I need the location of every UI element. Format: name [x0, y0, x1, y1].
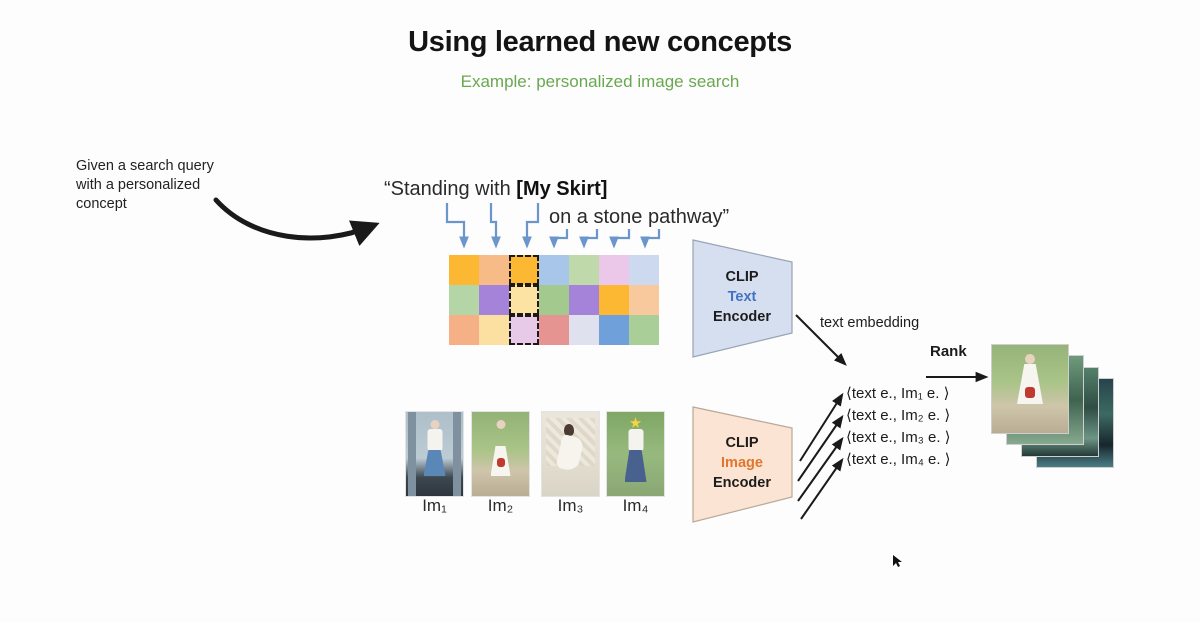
person-skirt — [423, 450, 446, 476]
inner-product-line: ⟨text e., Im₂ e. ⟩ — [846, 407, 951, 424]
inner-product-line: ⟨text e., Im₃ e. ⟩ — [846, 429, 951, 446]
token-cell — [479, 285, 509, 315]
token-connector-2 — [489, 203, 501, 249]
page-subtitle: Example: personalized image search — [460, 72, 740, 91]
person-skirt — [624, 450, 647, 482]
token-grid — [449, 255, 659, 345]
token-cell — [479, 315, 509, 345]
token-cell — [599, 285, 629, 315]
gallery-label-3: Im₃ — [557, 496, 584, 515]
annotation-text: Given a search query with a personalized… — [76, 157, 276, 214]
token-connector-1 — [445, 203, 469, 249]
text-embedding-label: text embedding — [820, 315, 920, 331]
person-head — [1025, 354, 1035, 364]
text-encoder-line-3: Encoder — [712, 309, 771, 325]
image-encoder-line-3: Encoder — [712, 475, 771, 491]
token-cell — [539, 285, 569, 315]
text-encoder-line-2: Text — [727, 289, 757, 305]
token-cell — [539, 255, 569, 285]
token-cell — [599, 255, 629, 285]
inner-product-line: ⟨text e., Im₄ e. ⟩ — [846, 451, 951, 468]
red-bag — [496, 458, 505, 467]
token-cell — [449, 255, 479, 285]
query-concept-token: [My Skirt] — [516, 178, 608, 200]
annotation-line-2: with a personalized — [76, 177, 201, 193]
image-embedding-arrow-4 — [800, 457, 844, 520]
token-cell — [569, 255, 599, 285]
gallery-image-3 — [542, 412, 599, 496]
token-cell — [569, 285, 599, 315]
page-title: Using learned new concepts — [408, 26, 792, 58]
person-head — [430, 420, 439, 429]
image-embedding-arrow-1 — [799, 392, 844, 462]
token-connector-5 — [579, 229, 599, 249]
token-cell — [599, 315, 629, 345]
token-cell — [629, 285, 659, 315]
annotation-line-1: Given a search query — [76, 158, 214, 174]
doorframe-right — [453, 412, 461, 496]
person-top — [628, 429, 643, 451]
person-head — [563, 424, 574, 436]
token-connector-4 — [549, 229, 569, 249]
result-stack-top-image — [992, 345, 1068, 433]
query-text-line-2: on a stone pathway” — [549, 206, 730, 228]
image-embedding-arrow-3 — [797, 436, 844, 502]
mouse-cursor — [893, 555, 902, 567]
token-cell — [629, 315, 659, 345]
inner-product-line: ⟨text e., Im₁ e. ⟩ — [846, 385, 950, 402]
text-encoder-line-1: CLIP — [725, 269, 759, 285]
concept-token-cell — [509, 285, 539, 315]
token-cell — [479, 255, 509, 285]
query-text-line-1: “Standing with [My Skirt] — [384, 178, 607, 201]
token-cell — [629, 255, 659, 285]
gallery-label-4: Im₄ — [622, 496, 649, 515]
annotation-line-3: concept — [76, 196, 127, 212]
rank-label: Rank — [930, 343, 967, 360]
gallery-image-1 — [406, 412, 463, 496]
token-cell — [449, 315, 479, 345]
person-dress — [1017, 364, 1043, 404]
token-cell — [569, 315, 599, 345]
query-prefix: “Standing with — [384, 178, 517, 200]
clip-text-encoder-label: CLIP Text Encoder — [692, 267, 792, 327]
token-cell — [539, 315, 569, 345]
image-embedding-arrow-2 — [797, 414, 844, 482]
token-cell — [449, 285, 479, 315]
gallery-label-2: Im₂ — [487, 496, 514, 515]
person-head — [496, 420, 505, 429]
token-connector-3 — [522, 203, 540, 249]
concept-token-cell — [509, 315, 539, 345]
image-encoder-line-2: Image — [721, 455, 763, 471]
gallery-label-1: Im₁ — [422, 496, 447, 515]
token-connector-6 — [609, 229, 631, 249]
gallery-image-2 — [472, 412, 529, 496]
person-top — [427, 429, 442, 451]
gallery-image-4 — [607, 412, 664, 496]
image-encoder-line-1: CLIP — [725, 435, 759, 451]
concept-token-cell — [509, 255, 539, 285]
star-face-marker — [629, 417, 642, 428]
red-bag — [1025, 387, 1035, 398]
token-connector-7 — [640, 229, 661, 249]
doorframe-left — [408, 412, 416, 496]
clip-image-encoder-label: CLIP Image Encoder — [692, 433, 792, 493]
inner-product-list: ⟨text e., Im₁ e. ⟩ ⟨text e., Im₂ e. ⟩ ⟨tex… — [846, 383, 951, 471]
